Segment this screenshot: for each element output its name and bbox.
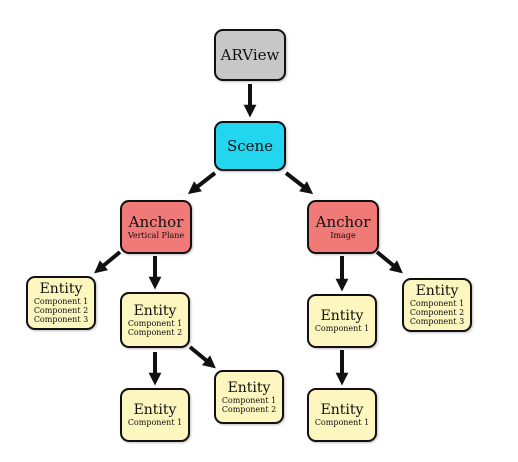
entity-node-left-child-1: Entity Component 1 (120, 388, 190, 442)
arrow-anchor-left-to-entity-ll (94, 250, 122, 274)
anchor-right-title: Anchor (315, 213, 371, 231)
entity-component: Component 1 (314, 418, 370, 427)
entity-component: Component 2 (33, 306, 89, 315)
entity-title: Entity (320, 308, 364, 324)
entity-component: Component 2 (127, 327, 183, 337)
arrow-anchor-right-to-entity-rr (375, 250, 403, 274)
entity-component: Component 1 (221, 395, 277, 405)
scene-node: Scene (214, 121, 286, 171)
anchor-left-title: Anchor (128, 213, 184, 231)
entity-title: Entity (133, 402, 177, 418)
entity-title: Entity (133, 302, 177, 319)
entity-component: Component 2 (409, 308, 465, 317)
scene-title: Scene (226, 136, 274, 155)
anchor-image-node: Anchor Image (307, 200, 379, 254)
arrow-scene-to-anchor-left (187, 171, 217, 195)
entity-component: Component 1 (127, 418, 183, 427)
entity-component: Component 1 (409, 299, 465, 308)
entity-title: Entity (320, 402, 364, 418)
entity-node-left-middle: Entity Component 1 Component 2 (120, 292, 190, 348)
entity-node-right-child-1: Entity Component 1 (307, 388, 377, 442)
arrow-scene-to-anchor-right (284, 171, 314, 195)
entity-component: Component 1 (314, 324, 370, 333)
arview-node: ARView (214, 29, 286, 81)
entity-component: Component 1 (127, 318, 183, 328)
entity-node-right-middle: Entity Component 1 (307, 294, 377, 348)
entity-title: Entity (227, 379, 271, 396)
entity-component: Component 3 (33, 315, 89, 324)
entity-component: Component 2 (221, 404, 277, 414)
entity-component: Component 3 (409, 317, 465, 326)
entity-node-far-left: Entity Component 1 Component 2 Component… (26, 276, 96, 330)
anchor-left-subtitle: Vertical Plane (127, 231, 185, 240)
arview-title: ARView (220, 45, 280, 64)
entity-title: Entity (415, 283, 459, 299)
entity-node-left-child-2: Entity Component 1 Component 2 (214, 370, 284, 424)
entity-node-far-right: Entity Component 1 Component 2 Component… (402, 278, 472, 332)
anchor-right-subtitle: Image (330, 231, 356, 240)
entity-title: Entity (39, 281, 83, 297)
entity-component: Component 1 (33, 297, 89, 306)
anchor-vertical-plane-node: Anchor Vertical Plane (120, 200, 192, 254)
arrow-entity-lm-to-child-2 (188, 345, 216, 369)
